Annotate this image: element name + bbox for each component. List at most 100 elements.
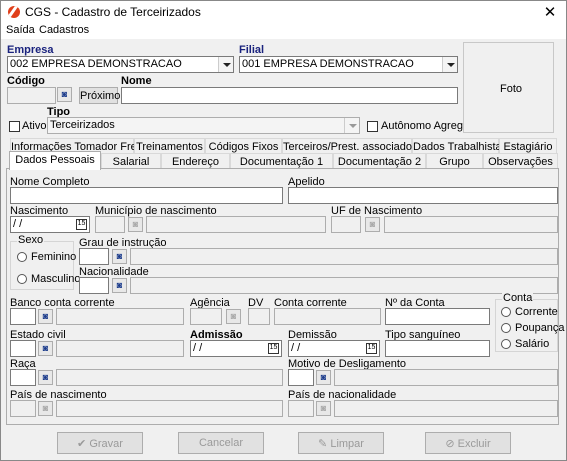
tab-informacoes-tomador-frete[interactable]: Informações Tomador Frete (10, 138, 146, 155)
municipio-code-field[interactable] (95, 216, 125, 233)
motivo-code-field[interactable] (288, 369, 314, 386)
filial-value: 001 EMPRESA DEMONSTRACAO (242, 58, 414, 70)
tab-endereco[interactable]: Endereço (161, 153, 230, 170)
nascimento-field[interactable]: / / 15 (10, 216, 90, 233)
feminino-radio[interactable] (17, 252, 27, 262)
demissao-field[interactable]: / / 15 (288, 340, 380, 357)
tab-observacoes[interactable]: Observações (483, 153, 558, 170)
masculino-label: Masculino (31, 273, 81, 285)
nro-conta-field[interactable] (385, 308, 490, 325)
tipo-select[interactable]: Terceirizados (47, 117, 360, 134)
menu-cadastros[interactable]: Cadastros (39, 24, 90, 36)
binoculars-icon[interactable]: ◙ (38, 401, 53, 416)
gravar-label: Gravar (89, 438, 123, 450)
tab-codigos-fixos[interactable]: Códigos Fixos (205, 138, 282, 155)
chevron-down-icon[interactable] (344, 118, 359, 133)
conta-corrente-field[interactable] (274, 308, 381, 325)
tab-treinamentos[interactable]: Treinamentos (134, 138, 205, 155)
nacionalidade-name-field (130, 277, 558, 294)
cancelar-button[interactable]: Cancelar (178, 432, 264, 454)
proximo-button[interactable]: Próximo (79, 87, 120, 104)
binoculars-icon[interactable]: ◙ (112, 249, 127, 264)
masculino-radio[interactable] (17, 274, 27, 284)
nascimento-label: Nascimento (10, 205, 69, 217)
conta-label: Conta (502, 292, 534, 304)
empresa-value: 002 EMPRESA DEMONSTRACAO (10, 58, 182, 70)
tab-documentacao-1[interactable]: Documentação 1 (230, 153, 333, 170)
limpar-button[interactable]: ✎ Limpar (298, 432, 384, 454)
binoculars-icon[interactable]: ◙ (38, 370, 53, 385)
chevron-down-icon[interactable] (442, 57, 457, 72)
excluir-button[interactable]: ⊘ Excluir (425, 432, 511, 454)
feminino-label: Feminino (31, 251, 77, 263)
estado-civil-name-field (56, 340, 184, 357)
empresa-select[interactable]: 002 EMPRESA DEMONSTRACAO (7, 56, 234, 73)
binoculars-icon[interactable]: ◙ (38, 309, 53, 324)
demissao-value: / / (291, 342, 301, 354)
tab-grupo[interactable]: Grupo (426, 153, 483, 170)
photo-box[interactable]: Foto (463, 42, 554, 133)
chevron-down-icon[interactable] (218, 57, 233, 72)
banco-code-field[interactable] (10, 308, 36, 325)
calendar-icon[interactable]: 15 (366, 343, 377, 354)
conta-group: Conta (495, 292, 558, 352)
check-icon: ✔ (77, 438, 90, 450)
binoculars-icon[interactable]: ◙ (365, 217, 380, 232)
autonomo-checkbox[interactable] (367, 121, 378, 132)
pais-nacionalidade-name-field (334, 400, 558, 417)
pais-nacionalidade-label: País de nacionalidade (288, 389, 397, 401)
corrente-radio[interactable] (501, 307, 511, 317)
app-logo-icon (8, 6, 20, 18)
tab-dados-pessoais[interactable]: Dados Pessoais (9, 151, 101, 170)
raca-code-field[interactable] (10, 369, 36, 386)
codigo-label: Código (7, 75, 45, 87)
tab-salarial[interactable]: Salarial (101, 153, 161, 170)
admissao-field[interactable]: / /15 (190, 340, 282, 357)
menu-saida[interactable]: Saída (6, 24, 35, 36)
close-icon[interactable]: ✕ (543, 4, 557, 21)
dv-field[interactable] (248, 308, 270, 325)
binoculars-icon[interactable]: ◙ (38, 341, 53, 356)
binoculars-icon[interactable]: ◙ (316, 401, 331, 416)
nro-conta-label: Nº da Conta (385, 297, 445, 309)
tipo-sanguineo-field[interactable] (385, 340, 490, 357)
tab-documentacao-2[interactable]: Documentação 2 (333, 153, 426, 170)
binoculars-icon[interactable]: ◙ (128, 217, 143, 232)
pais-nacionalidade-code-field[interactable] (288, 400, 314, 417)
calendar-icon[interactable]: 15 (76, 219, 87, 230)
codigo-field[interactable] (7, 87, 56, 104)
filial-select[interactable]: 001 EMPRESA DEMONSTRACAO (239, 56, 458, 73)
ativo-checkbox[interactable] (9, 121, 20, 132)
binoculars-icon[interactable]: ◙ (112, 278, 127, 293)
nome-field[interactable] (121, 87, 458, 104)
conta-corrente-label: Conta corrente (274, 297, 347, 309)
sexo-group: Sexo (10, 234, 74, 290)
menu-bar: Saída Cadastros (1, 23, 566, 39)
title-bar: CGS - Cadastro de Terceirizados ✕ (1, 1, 566, 23)
motivo-desligamento-label: Motivo de Desligamento (288, 358, 407, 370)
nome-label: Nome (121, 75, 152, 87)
binoculars-icon[interactable]: ◙ (226, 309, 241, 324)
grau-instrucao-label: Grau de instrução (79, 237, 167, 249)
tab-estagiario[interactable]: Estagiário (499, 138, 557, 155)
excluir-label: Excluir (457, 438, 491, 450)
nascimento-value: / / (13, 218, 23, 230)
calendar-icon[interactable]: 15 (268, 343, 279, 354)
grau-instrucao-code-field[interactable] (79, 248, 109, 265)
tab-dados-trabalhistas[interactable]: Dados Trabalhistas (412, 138, 507, 155)
agencia-field[interactable] (190, 308, 222, 325)
nome-completo-field[interactable] (10, 187, 283, 204)
gravar-button[interactable]: ✔ Gravar (57, 432, 143, 454)
apelido-field[interactable] (288, 187, 558, 204)
uf-code-field[interactable] (331, 216, 361, 233)
pais-nascimento-code-field[interactable] (10, 400, 36, 417)
binoculars-icon[interactable]: ◙ (316, 370, 331, 385)
estado-civil-code-field[interactable] (10, 340, 36, 357)
apelido-label: Apelido (288, 176, 325, 188)
tab-terceiros-associados[interactable]: Terceiros/Prest. associados (282, 138, 418, 155)
poupanca-radio[interactable] (501, 323, 511, 333)
salario-radio[interactable] (501, 339, 511, 349)
binoculars-icon[interactable]: ◙ (57, 87, 72, 102)
nacionalidade-code-field[interactable] (79, 277, 109, 294)
banco-name-field (56, 308, 184, 325)
